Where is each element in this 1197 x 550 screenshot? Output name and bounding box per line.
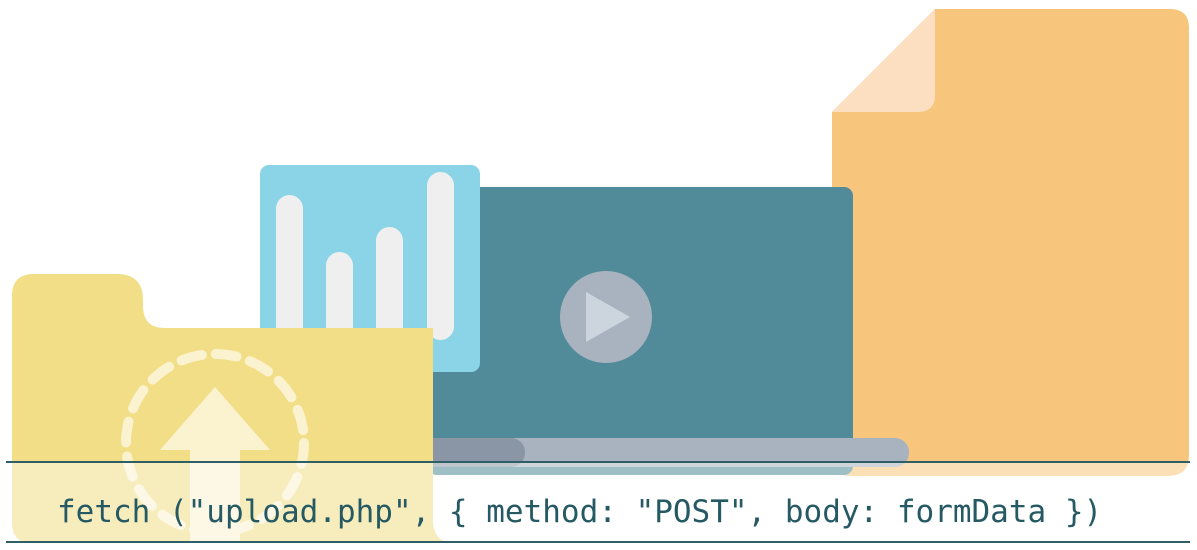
chart-card bbox=[260, 165, 480, 372]
document-fold bbox=[832, 9, 935, 112]
folder-upload-icon bbox=[12, 274, 455, 543]
code-snippet: fetch ("upload.php", { method: "POST", b… bbox=[0, 461, 1197, 543]
chart-bar-3 bbox=[376, 227, 403, 340]
chart-bar-4 bbox=[427, 172, 454, 340]
code-backdrop bbox=[0, 462, 1197, 542]
video-play-icon bbox=[586, 292, 630, 342]
document-icon bbox=[832, 9, 1189, 476]
bar-chart-icon bbox=[260, 165, 480, 372]
document-body bbox=[832, 9, 1189, 476]
upload-arrow-icon bbox=[160, 387, 270, 543]
video-progress-track bbox=[397, 438, 909, 467]
fetch-code-text: fetch ("upload.php", { method: "POST", b… bbox=[57, 494, 1103, 530]
code-top-rule bbox=[6, 461, 1190, 463]
chart-bar-1 bbox=[276, 195, 303, 340]
video-player bbox=[397, 187, 909, 475]
code-bottom-rule bbox=[6, 541, 1190, 543]
chart-bar-2 bbox=[326, 252, 353, 340]
